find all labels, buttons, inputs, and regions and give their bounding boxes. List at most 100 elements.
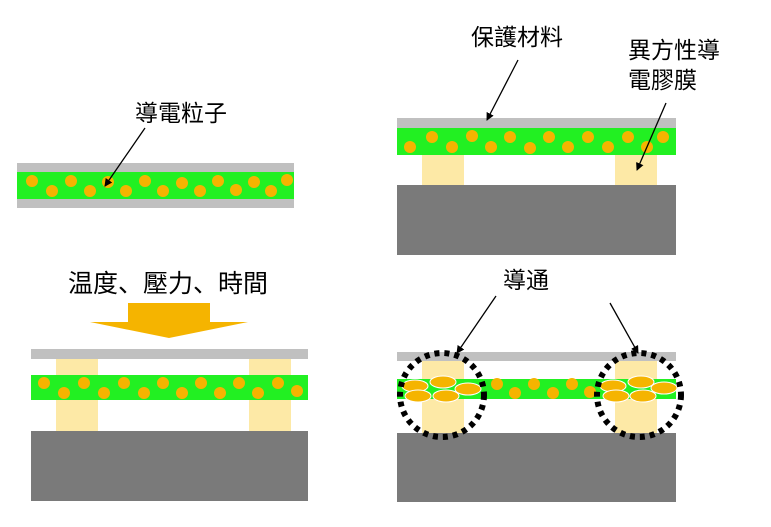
release-film-bottom: [17, 199, 294, 208]
electrode-pad-top-right: [249, 359, 291, 375]
conductive-particle: [252, 387, 264, 399]
acf-layer: [17, 172, 294, 199]
flattened-particle: [454, 382, 482, 396]
conductive-particle: [265, 185, 277, 197]
label-process-conditions: 温度、壓力、時間: [68, 269, 268, 298]
leader-acf: [636, 102, 667, 171]
conductive-particle: [566, 378, 578, 390]
top-cover-film: [31, 349, 308, 359]
conductive-particle: [524, 142, 536, 154]
flattened-particle: [429, 375, 457, 389]
conductive-particles: [491, 378, 596, 399]
electrode-pad-top-right: [615, 361, 657, 379]
conductive-particle: [65, 175, 77, 187]
conductive-particle: [157, 185, 169, 197]
substrate: [31, 431, 308, 501]
conductive-particle: [466, 130, 478, 142]
label-conductive-particles: 導電粒子: [135, 101, 227, 127]
label-acf-line1: 異方性導: [628, 38, 720, 64]
label-conduction: 導通: [503, 268, 549, 294]
conductive-particle: [504, 131, 516, 143]
conductive-particle: [176, 177, 188, 189]
electrode-pad-top-left: [422, 361, 464, 379]
conductive-particle: [38, 377, 50, 389]
flattened-particle: [627, 375, 655, 389]
conductive-particle: [446, 141, 458, 153]
conductive-particle: [118, 377, 130, 389]
conductive-particle: [272, 377, 284, 389]
conduction-highlight-right: [594, 350, 684, 440]
conductive-particle: [404, 141, 416, 153]
electrode-pad-top-left: [56, 359, 98, 375]
panel-acf-film: 導電粒子: [17, 101, 294, 208]
conductive-particle: [195, 377, 207, 389]
electrode-pad-left: [422, 155, 464, 185]
leader-conduction-right: [609, 302, 639, 354]
flattened-particles-right: [599, 375, 678, 403]
conductive-particle: [509, 387, 521, 399]
conductive-particle: [281, 174, 293, 186]
flattened-particle: [650, 381, 678, 395]
conductive-particle: [291, 385, 303, 397]
conductive-particles: [404, 130, 669, 154]
flattened-particle: [629, 389, 657, 403]
conductive-particle: [194, 185, 206, 197]
conductive-particle: [657, 131, 669, 143]
leader-conductive-particles: [104, 127, 146, 187]
conduction-highlight-left: [397, 350, 487, 440]
conductive-particle: [26, 175, 38, 187]
conductive-particle: [120, 185, 132, 197]
conductive-particle: [58, 387, 70, 399]
conductive-particle: [157, 377, 169, 389]
conductive-particle: [528, 378, 540, 390]
top-cover-film: [397, 352, 676, 361]
conductive-particle: [233, 377, 245, 389]
leader-protective-material: [486, 59, 519, 121]
panel-pressing: 温度、壓力、時間: [31, 269, 308, 501]
conductive-particle: [212, 175, 224, 187]
conductive-particle: [622, 131, 634, 143]
conductive-particle: [426, 131, 438, 143]
substrate: [397, 185, 676, 255]
conductive-particle: [139, 175, 151, 187]
conductive-particle: [230, 184, 242, 196]
conductive-particle: [214, 387, 226, 399]
conductive-particle: [485, 141, 497, 153]
electrode-pad-bottom-left: [422, 399, 464, 433]
flattened-particle: [404, 389, 432, 403]
flattened-particle: [602, 389, 630, 403]
conductive-particle: [584, 386, 596, 398]
electrode-pad-bottom-right: [615, 399, 657, 433]
panel-conduction: 導通: [397, 268, 684, 502]
release-film-top: [17, 163, 294, 172]
electrode-pad-right: [615, 155, 657, 185]
conductive-particle: [491, 378, 503, 390]
flattened-particle: [432, 389, 460, 403]
flattened-particles-left: [401, 375, 482, 403]
conductive-particle: [562, 141, 574, 153]
conductive-particle: [547, 387, 559, 399]
conductive-particle: [98, 387, 110, 399]
label-protective-material: 保護材料: [471, 25, 563, 51]
leader-conduction-left: [456, 295, 497, 354]
conductive-particle: [78, 377, 90, 389]
conductive-particle: [176, 387, 188, 399]
conductive-particles: [38, 377, 303, 399]
electrode-pad-bottom-left: [56, 400, 98, 431]
electrode-pad-bottom-right: [249, 400, 291, 431]
acf-layer: [397, 128, 676, 155]
label-acf-line2: 電膠膜: [628, 68, 697, 94]
conductive-particle: [602, 141, 614, 153]
conductive-particle: [543, 131, 555, 143]
conductive-particle: [248, 176, 260, 188]
panel-before-bonding: 保護材料 異方性導 電膠膜: [397, 25, 720, 255]
conductive-particle: [582, 131, 594, 143]
substrate: [397, 433, 676, 502]
conductive-particle: [138, 387, 150, 399]
conductive-particle: [84, 185, 96, 197]
press-arrow: [90, 303, 248, 338]
protective-material-film: [397, 118, 676, 128]
acf-layer: [31, 375, 308, 400]
conductive-particle: [46, 185, 58, 197]
